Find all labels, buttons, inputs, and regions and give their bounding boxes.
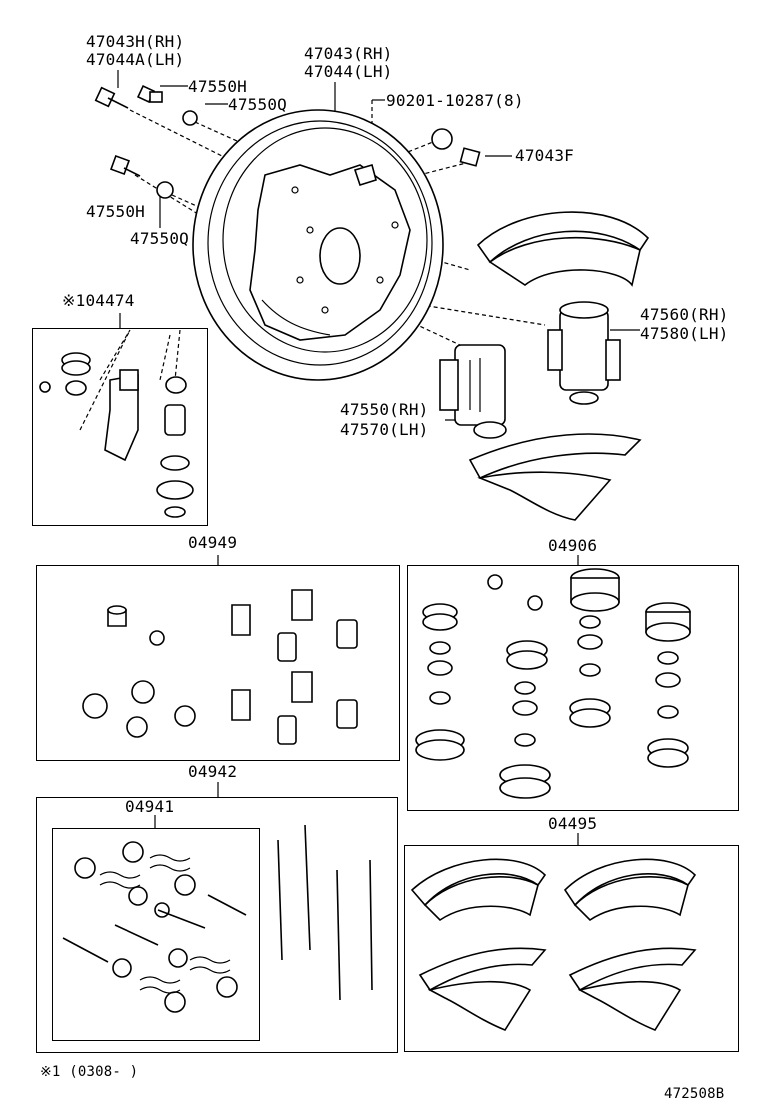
kit-04906-box xyxy=(407,565,739,811)
label-47550q-top: 47550Q xyxy=(228,95,287,114)
label-47043f: 47043F xyxy=(515,146,574,165)
label-04949: 04949 xyxy=(188,533,238,552)
label-47044a: 47044A(LH) xyxy=(86,50,185,69)
label-47550: 47550(RH) xyxy=(340,400,429,419)
label-47044: 47044(LH) xyxy=(304,62,393,81)
kit-04495-box xyxy=(404,845,739,1052)
label-04942: 04942 xyxy=(188,762,238,781)
kit-04474-box xyxy=(32,328,208,526)
label-47560: 47560(RH) xyxy=(640,305,729,324)
kit-04942-box xyxy=(36,797,398,1053)
label-04495: 04495 xyxy=(548,814,598,833)
label-47043h: 47043H(RH) xyxy=(86,32,185,51)
kit-04949-box xyxy=(36,565,400,761)
kit-04941-box xyxy=(52,828,260,1041)
label-90201: 90201-10287(8) xyxy=(386,91,524,110)
label-47550h-top: 47550H xyxy=(188,77,247,96)
label-47580: 47580(LH) xyxy=(640,324,729,343)
label-04906: 04906 xyxy=(548,536,598,555)
label-47550h-mid: 47550H xyxy=(86,202,145,221)
label-04474: ※104474 xyxy=(62,291,135,310)
drawing-id: 472508B xyxy=(664,1086,725,1102)
label-47043: 47043(RH) xyxy=(304,44,393,63)
label-47550q-mid: 47550Q xyxy=(130,229,189,248)
footnote: ※1 (0308- ) xyxy=(40,1064,139,1080)
label-47570: 47570(LH) xyxy=(340,420,429,439)
label-04941: 04941 xyxy=(125,797,175,816)
